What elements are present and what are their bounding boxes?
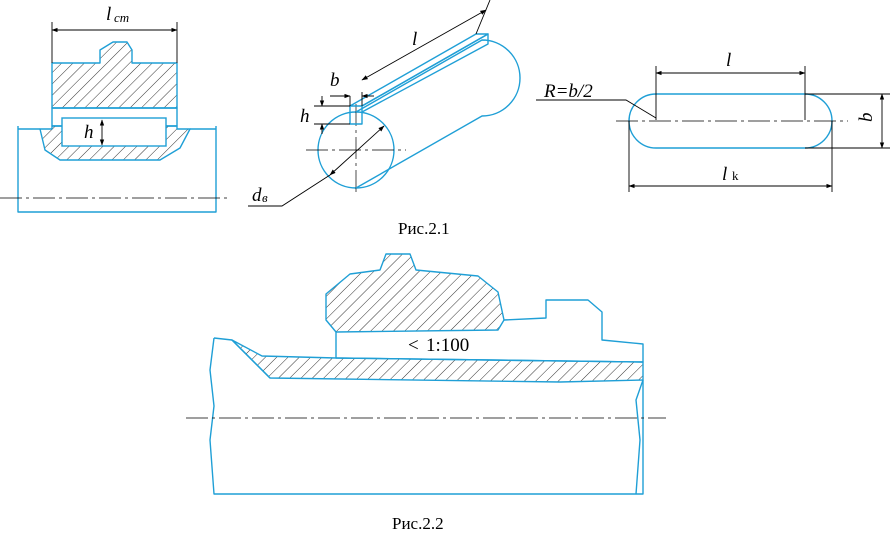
key-end-face xyxy=(349,105,363,125)
key-width-label: b xyxy=(330,70,340,91)
diameter-sub: в xyxy=(262,190,268,205)
key-height-label: h xyxy=(84,122,94,143)
diameter-dimension xyxy=(329,125,385,176)
taper-ratio-label: 1:100 xyxy=(426,335,469,356)
hub-hatched xyxy=(51,41,178,109)
key-width-label-top: b xyxy=(856,113,877,123)
shaft-3d-view: l b h d в xyxy=(248,0,521,207)
key-top-view: l b l k R=b/2 xyxy=(536,50,890,192)
shaft-cylinder xyxy=(355,39,521,189)
taper-key-hatched xyxy=(231,339,644,383)
hub-length-sub: ст xyxy=(114,10,129,25)
total-length-label: l xyxy=(722,164,727,185)
key-top-face xyxy=(349,33,489,107)
straight-length-label: l xyxy=(726,50,731,71)
radius-leader xyxy=(536,99,657,119)
hub-shaft-section: l ст h xyxy=(0,4,228,213)
hub-length-label: l xyxy=(106,4,111,25)
key-rect xyxy=(61,117,167,147)
taper-symbol: < xyxy=(408,335,419,356)
radius-label: R=b/2 xyxy=(543,81,593,102)
figure-caption-2: Рис.2.2 xyxy=(392,514,444,533)
diameter-leader xyxy=(248,174,331,207)
key-height-label-3d: h xyxy=(300,106,310,127)
shaft-body xyxy=(17,126,217,213)
key-length-label: l xyxy=(412,29,417,50)
shaft-outline-2 xyxy=(209,337,644,495)
total-length-sub: k xyxy=(732,168,739,183)
diameter-label: d xyxy=(252,185,262,206)
shaft-break xyxy=(635,379,644,495)
hub-taper-hatched xyxy=(325,253,505,333)
key-length-dimension xyxy=(361,9,487,81)
tapered-key-section: < 1:100 xyxy=(186,253,666,495)
figure-caption-1: Рис.2.1 xyxy=(398,219,450,238)
